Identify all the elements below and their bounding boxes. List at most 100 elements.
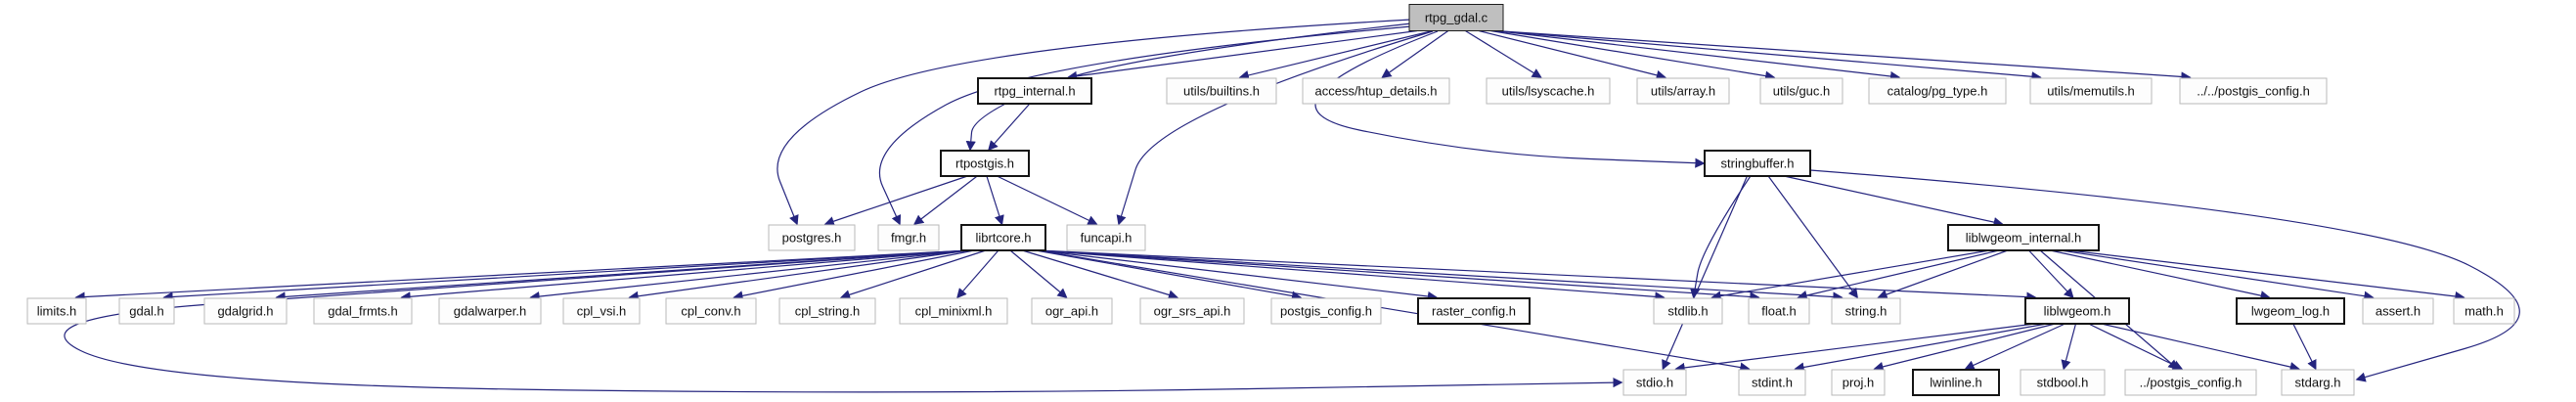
- node-box-cpl-string-h[interactable]: [778, 297, 876, 325]
- node-raster-config-h[interactable]: raster_config.h: [1417, 297, 1531, 325]
- node-liblwgeom-h[interactable]: liblwgeom.h: [2024, 297, 2130, 325]
- node-box-lwgeom-log-h[interactable]: [2236, 297, 2345, 325]
- node-box-catalog-pg-type-h[interactable]: [1868, 77, 2007, 105]
- node-box-access-htup-details-h[interactable]: [1302, 77, 1450, 105]
- node-label-liblwgeom-h: liblwgeom.h: [2044, 304, 2111, 319]
- node-float-h[interactable]: float.h: [1748, 297, 1810, 325]
- node-box-limits-h[interactable]: [26, 297, 87, 325]
- node-box-ogr-srs-api-h[interactable]: [1139, 297, 1245, 325]
- edge-rtpg-gdal-c-to-funcapi-h: [1116, 30, 1434, 226]
- node-box-postgis-config-top-h[interactable]: [2179, 77, 2328, 105]
- node-label-utils-guc-h: utils/guc.h: [1773, 84, 1831, 99]
- node-gdalgrid-h[interactable]: gdalgrid.h: [203, 297, 288, 325]
- node-cpl-minixml-h[interactable]: cpl_minixml.h: [899, 297, 1008, 325]
- node-box-postgis-config-rel-h[interactable]: [2124, 369, 2257, 396]
- node-postgis-config-h[interactable]: postgis_config.h: [1270, 297, 1382, 325]
- node-rtpg-internal-h[interactable]: rtpg_internal.h: [977, 77, 1092, 105]
- edge-rtpg-gdal-c-to-utils-builtins-h: [1238, 29, 1434, 80]
- node-label-utils-memutils-h: utils/memutils.h: [2047, 84, 2135, 99]
- node-rtpostgis-h[interactable]: rtpostgis.h: [940, 150, 1030, 177]
- node-string-h[interactable]: string.h: [1831, 297, 1901, 325]
- node-stdarg-h[interactable]: stdarg.h: [2281, 369, 2355, 396]
- edge-liblwgeom-h-to-lwinline-h: [1964, 323, 2065, 371]
- node-box-float-h[interactable]: [1748, 297, 1810, 325]
- node-utils-array-h[interactable]: utils/array.h: [1636, 77, 1730, 105]
- node-postgis-config-rel-h[interactable]: ../postgis_config.h: [2124, 369, 2257, 396]
- node-cpl-string-h[interactable]: cpl_string.h: [778, 297, 876, 325]
- node-utils-guc-h[interactable]: utils/guc.h: [1759, 77, 1843, 105]
- node-stringbuffer-h[interactable]: stringbuffer.h: [1704, 150, 1811, 177]
- node-utils-builtins-h[interactable]: utils/builtins.h: [1166, 77, 1277, 105]
- node-box-raster-config-h[interactable]: [1417, 297, 1531, 325]
- node-box-liblwgeom-internal-h[interactable]: [1947, 224, 2100, 251]
- node-librtcore-h[interactable]: librtcore.h: [960, 224, 1046, 251]
- node-box-postgres-h[interactable]: [768, 224, 856, 251]
- node-box-stdio-h[interactable]: [1622, 369, 1687, 396]
- node-ogr-api-h[interactable]: ogr_api.h: [1031, 297, 1113, 325]
- node-math-h[interactable]: math.h: [2453, 297, 2515, 325]
- node-box-rtpg-internal-h[interactable]: [977, 77, 1092, 105]
- node-box-utils-array-h[interactable]: [1636, 77, 1730, 105]
- node-catalog-pg-type-h[interactable]: catalog/pg_type.h: [1868, 77, 2007, 105]
- node-box-assert-h[interactable]: [2362, 297, 2434, 325]
- node-box-string-h[interactable]: [1831, 297, 1901, 325]
- node-stdint-h[interactable]: stdint.h: [1738, 369, 1806, 396]
- node-box-stdbool-h[interactable]: [2020, 369, 2106, 396]
- node-box-funcapi-h[interactable]: [1066, 224, 1146, 251]
- edge-liblwgeom-internal-h-to-liblwgeom-h: [2028, 249, 2074, 299]
- node-cpl-vsi-h[interactable]: cpl_vsi.h: [562, 297, 641, 325]
- node-box-gdal-frmts-h[interactable]: [313, 297, 413, 325]
- node-limits-h[interactable]: limits.h: [26, 297, 87, 325]
- node-stdio-h[interactable]: stdio.h: [1622, 369, 1687, 396]
- node-box-math-h[interactable]: [2453, 297, 2515, 325]
- node-stdbool-h[interactable]: stdbool.h: [2020, 369, 2106, 396]
- node-box-stdlib-h[interactable]: [1653, 297, 1723, 325]
- node-box-gdal-h[interactable]: [118, 297, 175, 325]
- node-box-stdint-h[interactable]: [1738, 369, 1806, 396]
- node-gdal-frmts-h[interactable]: gdal_frmts.h: [313, 297, 413, 325]
- node-postgres-h[interactable]: postgres.h: [768, 224, 856, 251]
- node-box-fmgr-h[interactable]: [877, 224, 940, 251]
- node-lwinline-h[interactable]: lwinline.h: [1912, 369, 2000, 396]
- node-label-gdalwarper-h: gdalwarper.h: [454, 304, 526, 319]
- node-lwgeom-log-h[interactable]: lwgeom_log.h: [2236, 297, 2345, 325]
- node-box-cpl-minixml-h[interactable]: [899, 297, 1008, 325]
- node-liblwgeom-internal-h[interactable]: liblwgeom_internal.h: [1947, 224, 2100, 251]
- node-box-stdarg-h[interactable]: [2281, 369, 2355, 396]
- node-postgis-config-top-h[interactable]: ../../postgis_config.h: [2179, 77, 2328, 105]
- node-assert-h[interactable]: assert.h: [2362, 297, 2434, 325]
- node-stdlib-h[interactable]: stdlib.h: [1653, 297, 1723, 325]
- node-box-gdalwarper-h[interactable]: [438, 297, 542, 325]
- edge-librtcore-h-to-gdal-frmts-h: [400, 249, 970, 302]
- node-utils-memutils-h[interactable]: utils/memutils.h: [2029, 77, 2153, 105]
- node-cpl-conv-h[interactable]: cpl_conv.h: [665, 297, 757, 325]
- node-box-ogr-api-h[interactable]: [1031, 297, 1113, 325]
- node-box-cpl-vsi-h[interactable]: [562, 297, 641, 325]
- node-funcapi-h[interactable]: funcapi.h: [1066, 224, 1146, 251]
- edge-liblwgeom-internal-h-to-stdlib-h: [1710, 249, 1990, 301]
- node-gdalwarper-h[interactable]: gdalwarper.h: [438, 297, 542, 325]
- node-box-gdalgrid-h[interactable]: [203, 297, 288, 325]
- node-box-utils-builtins-h[interactable]: [1166, 77, 1277, 105]
- node-box-stringbuffer-h[interactable]: [1704, 150, 1811, 177]
- node-box-lwinline-h[interactable]: [1912, 369, 2000, 396]
- node-box-rtpg-gdal-c[interactable]: [1408, 3, 1504, 32]
- node-access-htup-details-h[interactable]: access/htup_details.h: [1302, 77, 1450, 105]
- node-box-proj-h[interactable]: [1831, 369, 1886, 396]
- node-ogr-srs-api-h[interactable]: ogr_srs_api.h: [1139, 297, 1245, 325]
- node-box-utils-lsyscache-h[interactable]: [1486, 77, 1611, 105]
- node-box-utils-guc-h[interactable]: [1759, 77, 1843, 105]
- node-fmgr-h[interactable]: fmgr.h: [877, 224, 940, 251]
- node-box-liblwgeom-h[interactable]: [2024, 297, 2130, 325]
- node-utils-lsyscache-h[interactable]: utils/lsyscache.h: [1486, 77, 1611, 105]
- node-box-rtpostgis-h[interactable]: [940, 150, 1030, 177]
- node-rtpg-gdal-c[interactable]: rtpg_gdal.c: [1408, 3, 1504, 32]
- node-box-utils-memutils-h[interactable]: [2029, 77, 2153, 105]
- node-box-librtcore-h[interactable]: [960, 224, 1046, 251]
- node-box-cpl-conv-h[interactable]: [665, 297, 757, 325]
- node-proj-h[interactable]: proj.h: [1831, 369, 1886, 396]
- node-box-postgis-config-h[interactable]: [1270, 297, 1382, 325]
- edge-rtpostgis-h-to-librtcore-h: [986, 175, 1004, 226]
- node-gdal-h[interactable]: gdal.h: [118, 297, 175, 325]
- node-label-liblwgeom-internal-h: liblwgeom_internal.h: [1966, 231, 2082, 246]
